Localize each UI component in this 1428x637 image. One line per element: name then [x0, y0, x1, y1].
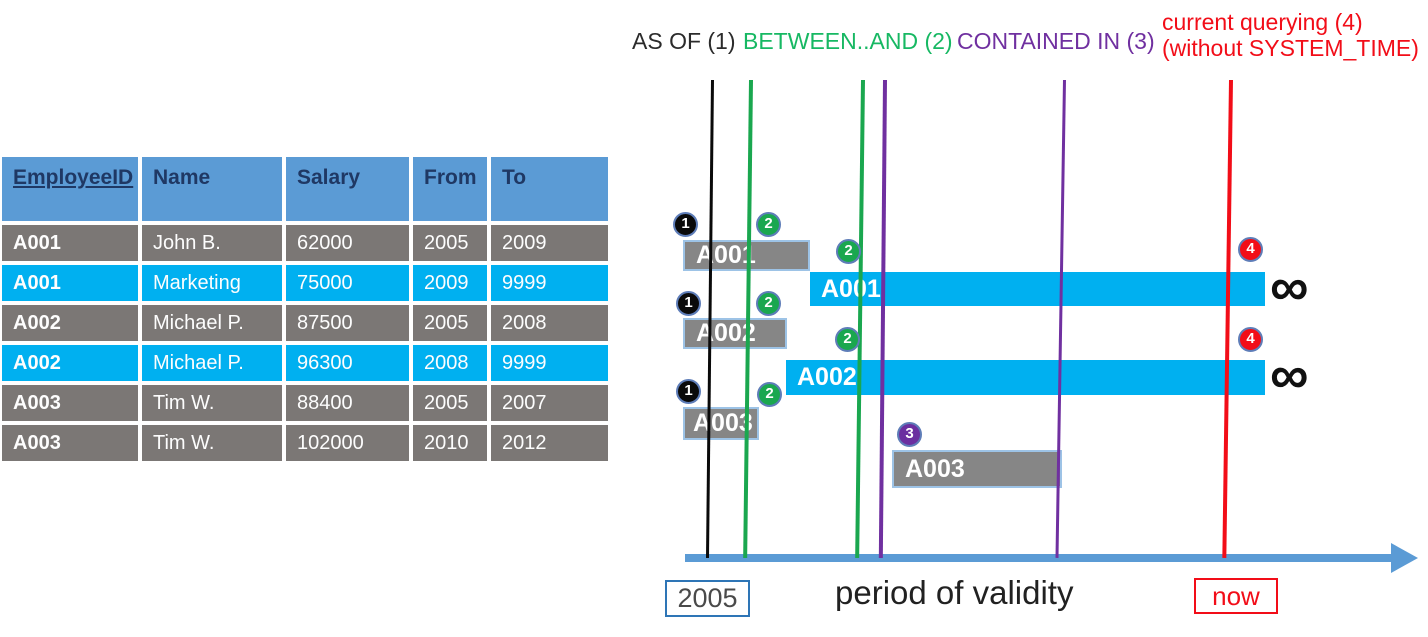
table-row: A001 Marketing 75000 2009 9999 — [2, 265, 608, 301]
cell-salary: 75000 — [286, 265, 409, 301]
bar-a003-history-1: A003 — [683, 407, 759, 440]
table-row: A003 Tim W. 102000 2010 2012 — [2, 425, 608, 461]
bar-label: A002 — [797, 363, 857, 391]
cell-salary: 96300 — [286, 345, 409, 381]
time-axis-arrowhead-icon — [1391, 543, 1418, 573]
bar-label: A003 — [693, 409, 753, 437]
between-end-line — [855, 79, 865, 558]
badge-2-a002-start: 2 — [756, 291, 781, 316]
legend-contained-in: CONTAINED IN (3) — [957, 28, 1155, 54]
employee-table: EmployeeID Name Salary From To A001 John… — [0, 153, 612, 465]
legend-between-and: BETWEEN..AND (2) — [743, 28, 953, 54]
cell-to: 2008 — [491, 305, 608, 341]
legend-as-of: AS OF (1) — [632, 28, 736, 54]
bar-a002-current: A002 — [786, 360, 1265, 395]
badge-1-a002: 1 — [676, 291, 701, 316]
cell-to: 9999 — [491, 345, 608, 381]
table-row: A002 Michael P. 96300 2008 9999 — [2, 345, 608, 381]
cell-from: 2005 — [413, 305, 487, 341]
infinity-icon: ∞ — [1270, 345, 1309, 405]
contained-start-line — [878, 79, 887, 558]
cell-from: 2005 — [413, 385, 487, 421]
cell-from: 2009 — [413, 265, 487, 301]
col-header-employeeid-label: EmployeeID — [13, 166, 134, 189]
badge-2-a001-start: 2 — [756, 212, 781, 237]
cell-salary: 62000 — [286, 225, 409, 261]
col-header-name: Name — [142, 157, 282, 221]
cell-employeeid: A001 — [2, 225, 138, 261]
cell-to: 2012 — [491, 425, 608, 461]
badge-4-a002: 4 — [1238, 327, 1263, 352]
cell-name: Tim W. — [142, 385, 282, 421]
legend-current-querying-line2: (without SYSTEM_TIME) — [1162, 35, 1419, 61]
col-header-employeeid: EmployeeID — [2, 157, 138, 221]
badge-2-a003: 2 — [757, 382, 782, 407]
cell-employeeid: A002 — [2, 345, 138, 381]
cell-salary: 102000 — [286, 425, 409, 461]
table-header-row: EmployeeID Name Salary From To — [2, 157, 608, 221]
cell-name: Michael P. — [142, 345, 282, 381]
bar-a002-history: A002 — [683, 318, 787, 349]
cell-name: Marketing — [142, 265, 282, 301]
bar-a001-current: A001 — [810, 272, 1265, 306]
cell-from: 2008 — [413, 345, 487, 381]
badge-1-a003: 1 — [676, 379, 701, 404]
table-row: A001 John B. 62000 2005 2009 — [2, 225, 608, 261]
legend-current-querying: current querying (4) (without SYSTEM_TIM… — [1162, 9, 1419, 61]
cell-salary: 88400 — [286, 385, 409, 421]
col-header-salary: Salary — [286, 157, 409, 221]
badge-1-a001: 1 — [673, 212, 698, 237]
now-line — [1222, 79, 1233, 558]
bar-label: A003 — [905, 454, 965, 483]
cell-employeeid: A002 — [2, 305, 138, 341]
bar-a003-history-2: A003 — [892, 450, 1062, 488]
legend-current-querying-line1: current querying (4) — [1162, 9, 1363, 35]
cell-from: 2005 — [413, 225, 487, 261]
cell-employeeid: A001 — [2, 265, 138, 301]
cell-employeeid: A003 — [2, 425, 138, 461]
table-row: A002 Michael P. 87500 2005 2008 — [2, 305, 608, 341]
badge-4-a001: 4 — [1238, 237, 1263, 262]
cell-to: 2007 — [491, 385, 608, 421]
axis-start-year-box: 2005 — [665, 580, 750, 617]
table-row: A003 Tim W. 88400 2005 2007 — [2, 385, 608, 421]
axis-now-box: now — [1194, 578, 1278, 614]
cell-to: 9999 — [491, 265, 608, 301]
cell-employeeid: A003 — [2, 385, 138, 421]
cell-salary: 87500 — [286, 305, 409, 341]
bar-label: A001 — [821, 274, 881, 303]
cell-name: Tim W. — [142, 425, 282, 461]
col-header-from: From — [413, 157, 487, 221]
cell-to: 2009 — [491, 225, 608, 261]
badge-2-a002-end: 2 — [835, 327, 860, 352]
col-header-to: To — [491, 157, 608, 221]
time-axis-line — [685, 554, 1391, 562]
infinity-icon: ∞ — [1270, 257, 1309, 317]
axis-title: period of validity — [835, 574, 1074, 611]
badge-2-a001-end: 2 — [836, 239, 861, 264]
cell-name: John B. — [142, 225, 282, 261]
cell-from: 2010 — [413, 425, 487, 461]
badge-3-a003: 3 — [897, 422, 922, 447]
cell-name: Michael P. — [142, 305, 282, 341]
